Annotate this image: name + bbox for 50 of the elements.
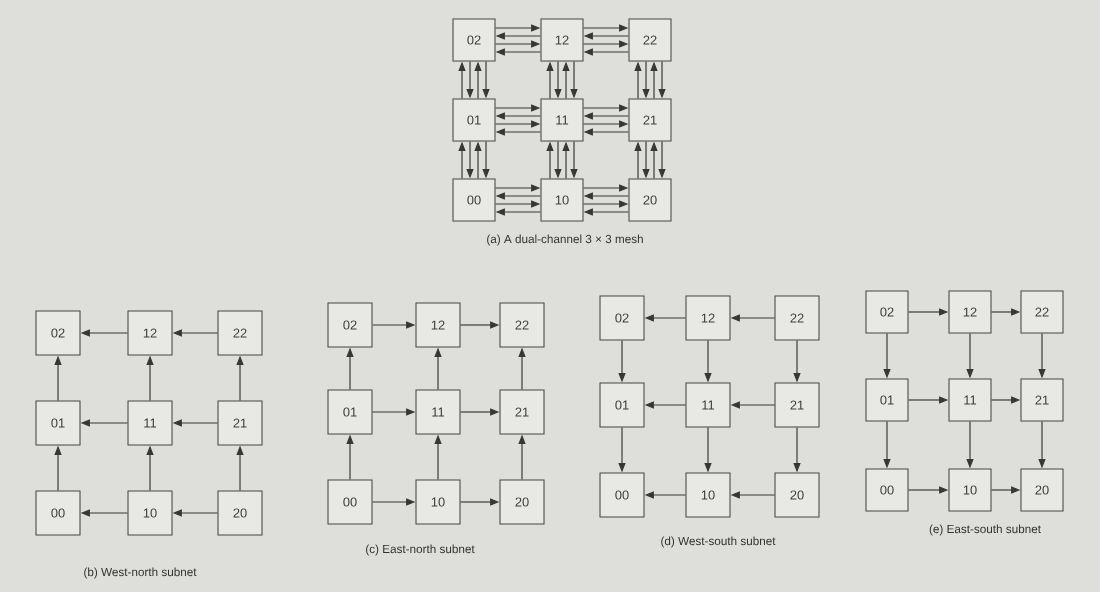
router-box: 20 xyxy=(628,178,672,222)
router-box: 21 xyxy=(1020,378,1064,422)
router-box: 22 xyxy=(628,18,672,62)
panel-caption: (c) East-north subnet xyxy=(366,544,475,556)
router-box: 22 xyxy=(774,295,820,341)
router-box: 12 xyxy=(685,295,731,341)
router-box: 01 xyxy=(452,98,496,142)
panel-caption: (e) East-south subnet xyxy=(929,524,1041,536)
router-box: 00 xyxy=(35,490,81,536)
router-box: 02 xyxy=(865,290,909,334)
router-box: 11 xyxy=(540,98,584,142)
router-box: 11 xyxy=(127,400,173,446)
router-box: 20 xyxy=(1020,468,1064,512)
router-box: 00 xyxy=(599,472,645,518)
router-box: 21 xyxy=(628,98,672,142)
router-box: 21 xyxy=(217,400,263,446)
router-box: 20 xyxy=(217,490,263,536)
router-box: 22 xyxy=(217,310,263,356)
router-box: 10 xyxy=(127,490,173,536)
router-box: 00 xyxy=(865,468,909,512)
router-box: 22 xyxy=(499,302,545,348)
router-box: 20 xyxy=(774,472,820,518)
router-box: 01 xyxy=(35,400,81,446)
router-box: 10 xyxy=(685,472,731,518)
router-box: 11 xyxy=(415,389,461,435)
router-box: 12 xyxy=(540,18,584,62)
router-box: 10 xyxy=(540,178,584,222)
router-box: 11 xyxy=(685,382,731,428)
router-box: 11 xyxy=(948,378,992,422)
router-box: 12 xyxy=(415,302,461,348)
router-box: 02 xyxy=(599,295,645,341)
router-box: 02 xyxy=(35,310,81,356)
router-box: 01 xyxy=(327,389,373,435)
router-box: 21 xyxy=(499,389,545,435)
panel-caption: (a) A dual-channel 3 × 3 mesh xyxy=(487,234,643,246)
router-box: 00 xyxy=(327,479,373,525)
router-box: 00 xyxy=(452,178,496,222)
router-box: 12 xyxy=(127,310,173,356)
router-box: 20 xyxy=(499,479,545,525)
router-box: 21 xyxy=(774,382,820,428)
router-box: 10 xyxy=(948,468,992,512)
panel-caption: (d) West-south subnet xyxy=(661,536,776,548)
panel-caption: (b) West-north subnet xyxy=(84,567,197,579)
router-box: 12 xyxy=(948,290,992,334)
router-box: 01 xyxy=(865,378,909,422)
router-box: 02 xyxy=(452,18,496,62)
router-box: 10 xyxy=(415,479,461,525)
router-box: 22 xyxy=(1020,290,1064,334)
router-box: 02 xyxy=(327,302,373,348)
router-box: 01 xyxy=(599,382,645,428)
